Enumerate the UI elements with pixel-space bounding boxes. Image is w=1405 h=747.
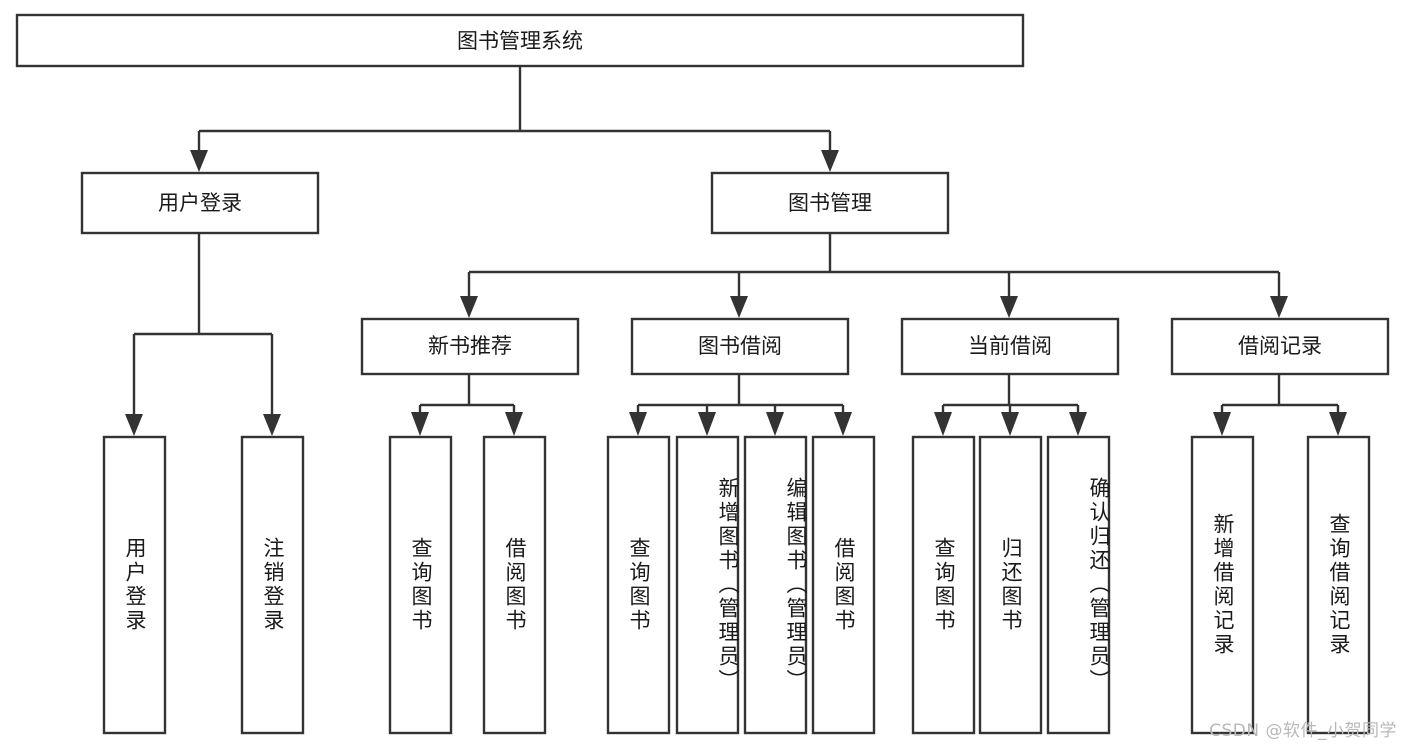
- arrow-head-br-leaf-1: [1213, 412, 1231, 436]
- arrow-head-book-borrow: [730, 296, 748, 318]
- arrow-head-user-login: [190, 150, 208, 172]
- node-layer: 图书管理系统 用户登录 图书管理 新书推荐 图书借阅 当前借阅 借阅记录: [15, 13, 1390, 735]
- arrow-head-bb-leaf-2: [698, 412, 716, 436]
- arrow-head-borrow-record: [1270, 296, 1288, 318]
- node-leaf-logout[interactable]: [240, 435, 305, 735]
- arrow-head-bb-leaf-3: [766, 412, 784, 436]
- node-book-borrow-label: 图书借阅: [698, 334, 782, 358]
- arrow-head-cb-leaf-3: [1069, 412, 1087, 436]
- node-leaf-borrow-book-bb[interactable]: [811, 435, 876, 735]
- connector-layer: [125, 66, 1347, 436]
- node-book-management[interactable]: [710, 171, 950, 235]
- node-current-borrow-label: 当前借阅: [968, 334, 1052, 358]
- arrow-head-book-manage: [821, 150, 839, 172]
- node-leaf-query-book-cb[interactable]: [911, 435, 976, 735]
- node-book-management-label: 图书管理: [788, 191, 872, 215]
- node-current-borrow[interactable]: [900, 317, 1120, 376]
- node-leaf-query-book-nb[interactable]: [388, 435, 453, 735]
- node-borrow-record-label: 借阅记录: [1238, 334, 1322, 358]
- node-leaf-query-book-bb[interactable]: [606, 435, 671, 735]
- arrow-head-cb-leaf-1: [934, 412, 952, 436]
- node-root-label: 图书管理系统: [457, 29, 583, 53]
- node-book-borrow[interactable]: [630, 317, 850, 376]
- arrow-head-cb-leaf-2: [1001, 412, 1019, 436]
- arrow-head-leaf-logout: [263, 414, 281, 436]
- node-leaf-add-borrow-record[interactable]: [1190, 435, 1255, 735]
- node-new-book-recommend[interactable]: [360, 317, 580, 376]
- node-leaf-borrow-book-nb[interactable]: [482, 435, 547, 735]
- node-leaf-return-book[interactable]: [978, 435, 1043, 735]
- node-leaf-query-borrow-record[interactable]: [1306, 435, 1371, 735]
- node-new-book-recommend-label: 新书推荐: [428, 334, 512, 358]
- node-borrow-record[interactable]: [1170, 317, 1390, 376]
- node-leaf-add-book-admin[interactable]: [675, 435, 740, 735]
- arrow-head-new-book: [460, 296, 478, 318]
- node-user-login[interactable]: [80, 171, 320, 235]
- node-leaf-user-login[interactable]: [102, 435, 167, 735]
- arrow-head-nb-leaf-2: [505, 412, 523, 436]
- node-user-login-label: 用户登录: [158, 191, 242, 215]
- node-leaf-confirm-return-admin[interactable]: [1046, 435, 1111, 735]
- arrow-head-bb-leaf-1: [629, 412, 647, 436]
- node-root-book-management-system[interactable]: [15, 13, 1025, 68]
- arrow-head-current-borrow: [1000, 296, 1018, 318]
- node-leaf-edit-book-admin[interactable]: [743, 435, 808, 735]
- csdn-watermark: CSDN @软件_小贺同学: [1209, 721, 1397, 741]
- arrow-head-nb-leaf-1: [411, 412, 429, 436]
- arrow-head-br-leaf-2: [1329, 412, 1347, 436]
- arrow-head-leaf-user-login: [125, 414, 143, 436]
- arrow-head-bb-leaf-4: [834, 412, 852, 436]
